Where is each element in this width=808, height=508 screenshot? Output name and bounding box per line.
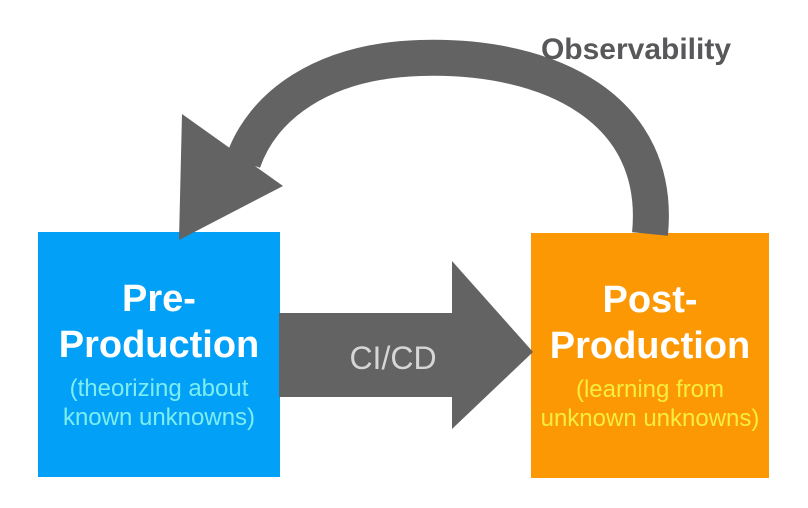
observability-arrowhead-icon bbox=[179, 114, 283, 240]
pre-production-title: Pre-Production bbox=[58, 278, 260, 366]
observability-arrow-curve bbox=[225, 39, 669, 236]
post-production-title: Post-Production bbox=[549, 279, 751, 367]
post-production-subtitle: (learning from unknown unknowns) bbox=[540, 375, 760, 432]
observability-label: Observability bbox=[540, 33, 732, 66]
cicd-label: CI/CD bbox=[349, 340, 437, 376]
pre-production-box: Pre-Production (theorizing about known u… bbox=[38, 232, 280, 477]
pre-production-subtitle: (theorizing about known unknowns) bbox=[62, 374, 256, 431]
post-production-box: Post-Production (learning from unknown u… bbox=[531, 233, 769, 478]
